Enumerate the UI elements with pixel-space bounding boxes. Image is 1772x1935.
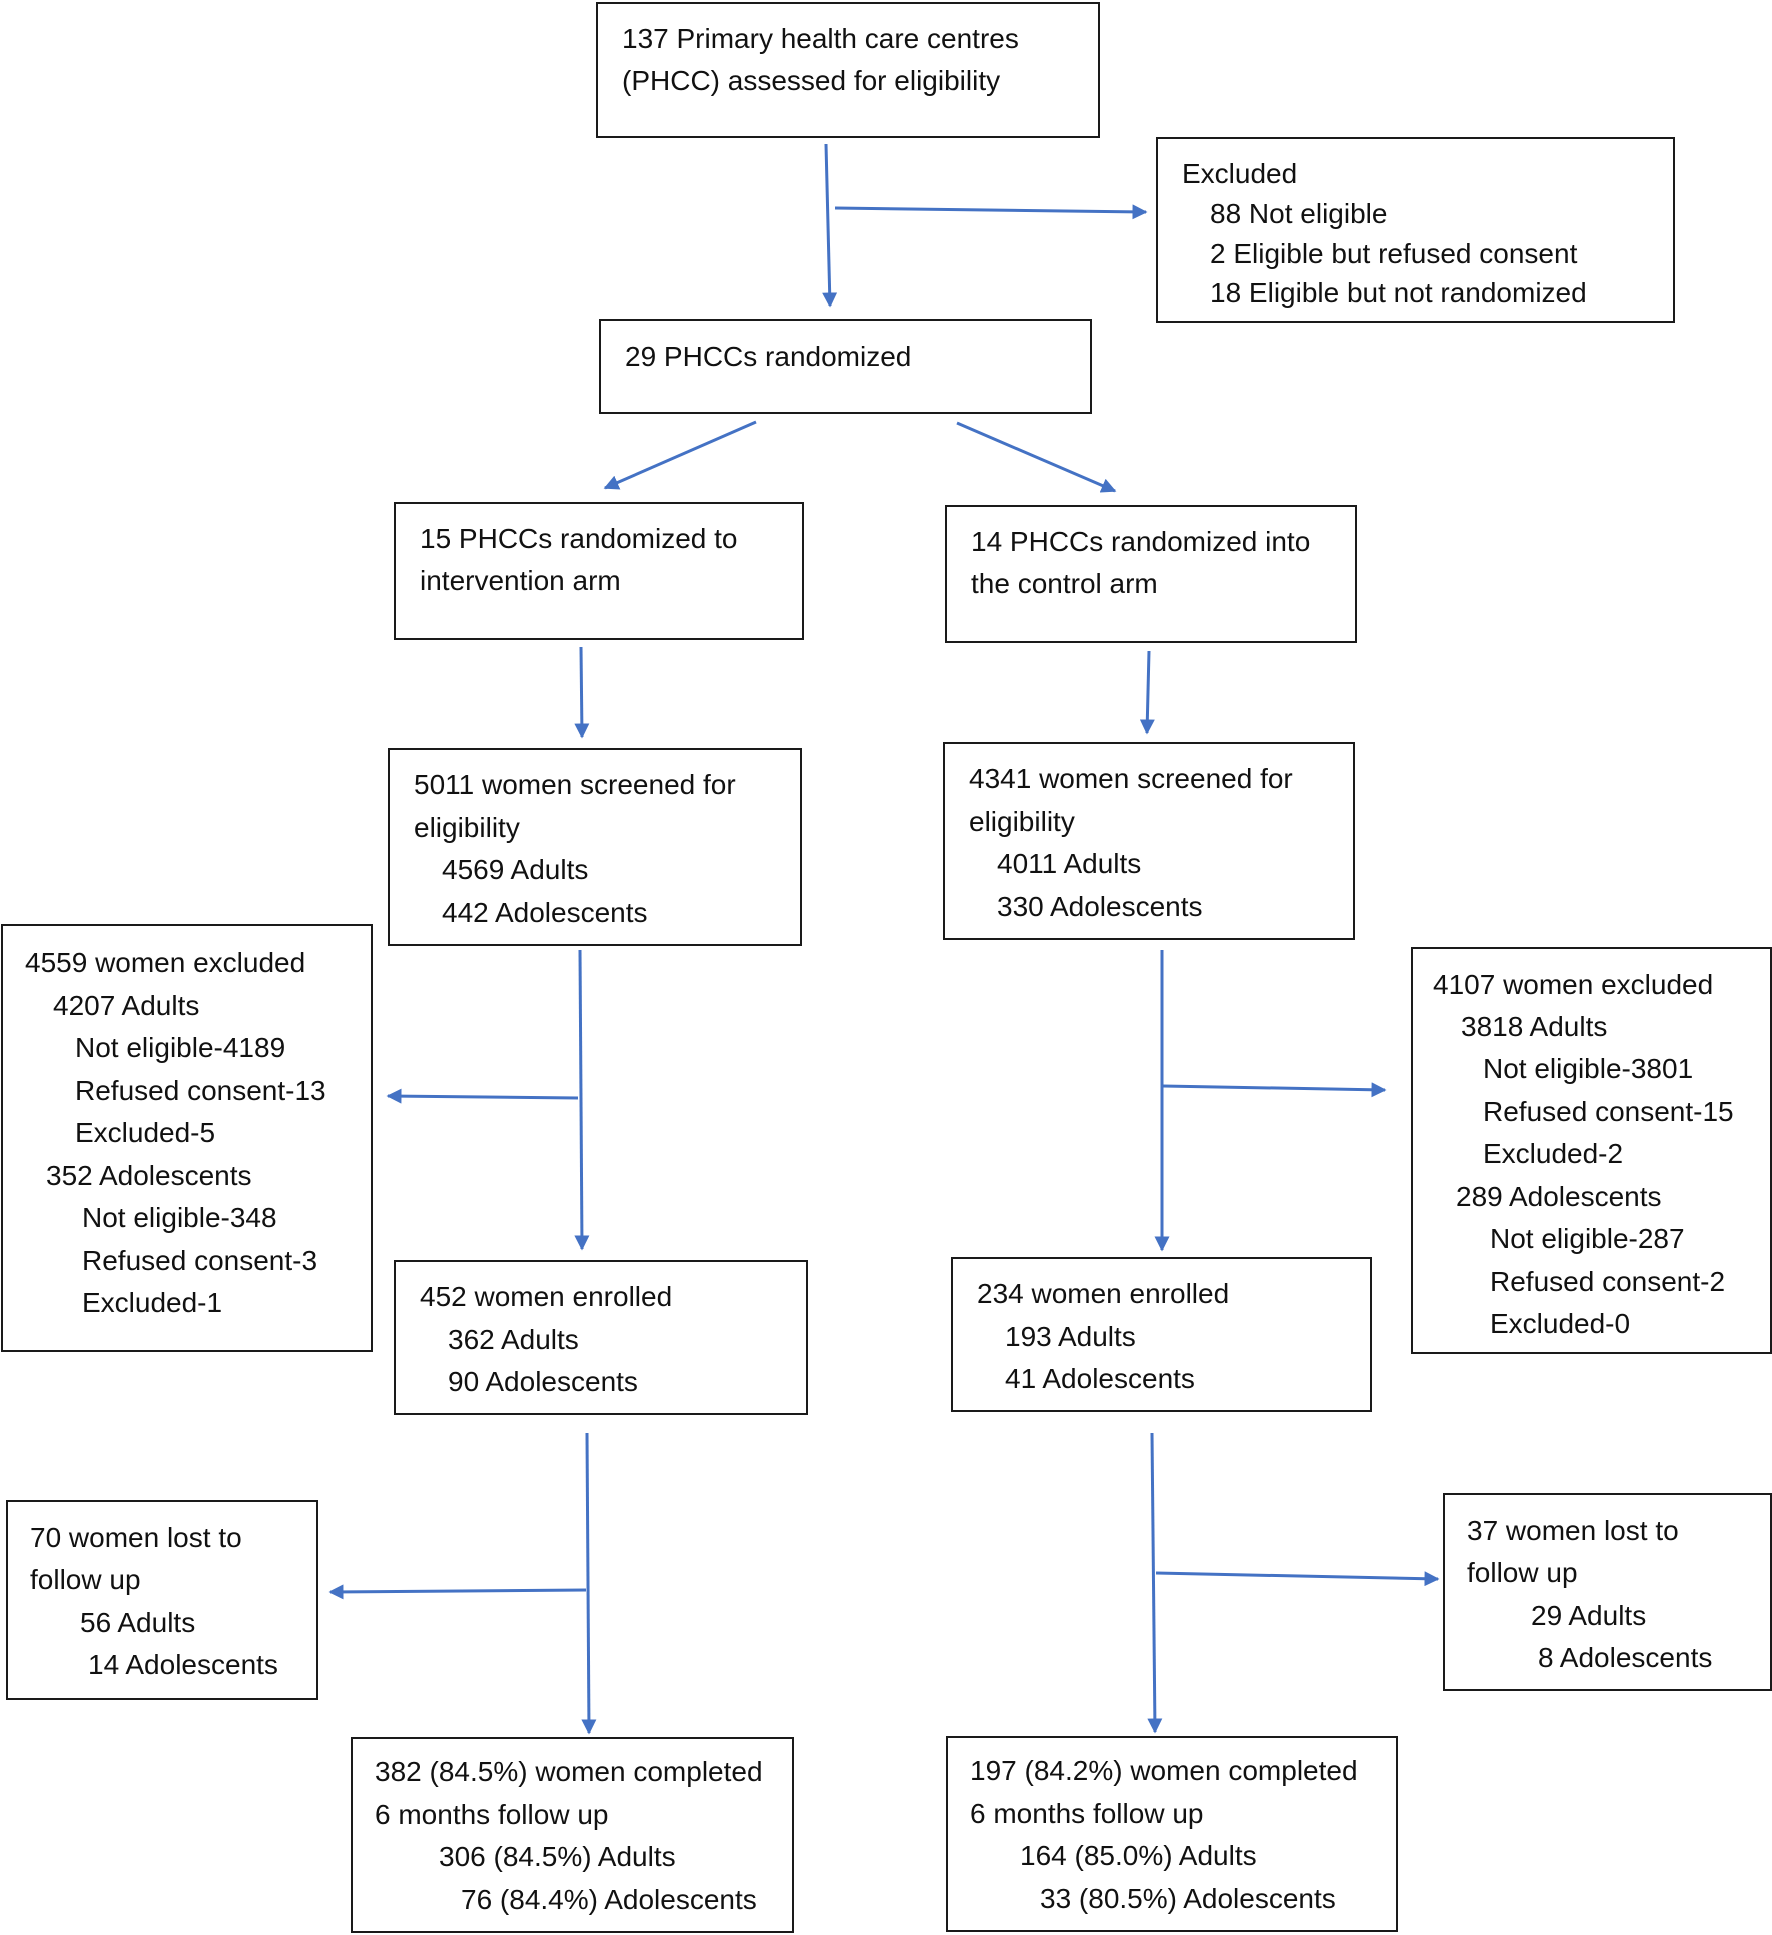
control-excluded-line: Refused consent-15 bbox=[1483, 1096, 1734, 1127]
control-screened-line: 4341 women screened for bbox=[969, 763, 1293, 794]
intervention-completed-line: 306 (84.5%) Adults bbox=[439, 1841, 676, 1872]
intervention-enrolled-line: 452 women enrolled bbox=[420, 1281, 673, 1312]
control-excluded-line: 4107 women excluded bbox=[1433, 969, 1714, 1000]
intervention-excluded-line: Excluded-5 bbox=[75, 1117, 216, 1148]
control-enrolled-line: 41 Adolescents bbox=[1005, 1363, 1195, 1394]
intervention-excluded-line: 352 Adolescents bbox=[46, 1160, 252, 1191]
control-excluded-line: Excluded-2 bbox=[1483, 1138, 1624, 1169]
intervention-excluded-line: Excluded-1 bbox=[82, 1287, 223, 1318]
intervention-arm-line: 15 PHCCs randomized to bbox=[420, 523, 738, 554]
intervention-screened-line: 4569 Adults bbox=[442, 854, 589, 885]
control-arm-line: 14 PHCCs randomized into bbox=[971, 526, 1311, 557]
control-excluded-box: 4107 women excluded 3818 Adults Not elig… bbox=[1411, 947, 1772, 1354]
control-completed-line: 6 months follow up bbox=[970, 1798, 1204, 1829]
control-excluded-line: Not eligible-287 bbox=[1490, 1223, 1685, 1254]
control-screened-line: 330 Adolescents bbox=[997, 891, 1203, 922]
arrow-to-control-lost bbox=[1155, 1571, 1440, 1587]
control-lost-line: 29 Adults bbox=[1531, 1600, 1647, 1631]
control-excluded-line: 289 Adolescents bbox=[1456, 1181, 1662, 1212]
intervention-lost-line: 14 Adolescents bbox=[88, 1649, 278, 1680]
intervention-enrolled-box: 452 women enrolled 362 Adults 90 Adolesc… bbox=[394, 1260, 808, 1415]
control-completed-line: 197 (84.2%) women completed bbox=[970, 1755, 1358, 1786]
intervention-lost-line: 70 women lost to bbox=[30, 1522, 242, 1553]
intervention-enrolled-line: 362 Adults bbox=[448, 1324, 579, 1355]
control-excluded-line: Not eligible-3801 bbox=[1483, 1053, 1694, 1084]
intervention-screened-line: 5011 women screened for bbox=[414, 769, 736, 800]
arrow-intervention-screened-to-enrolled bbox=[574, 949, 590, 1251]
control-enrolled-box: 234 women enrolled 193 Adults 41 Adolesc… bbox=[951, 1257, 1372, 1412]
control-screened-box: 4341 women screened for eligibility 4011… bbox=[943, 742, 1355, 940]
intervention-excluded-line: 4207 Adults bbox=[53, 990, 200, 1021]
control-excluded-line: Refused consent-2 bbox=[1490, 1266, 1726, 1297]
intervention-lost-box: 70 women lost to follow up 56 Adults 14 … bbox=[6, 1500, 318, 1700]
intervention-arm-box: 15 PHCCs randomized to intervention arm bbox=[394, 502, 804, 640]
intervention-excluded-line: Refused consent-3 bbox=[82, 1245, 318, 1276]
arrow-randomized-to-control bbox=[956, 421, 1117, 493]
arrow-intervention-to-screened bbox=[574, 646, 590, 739]
control-enrolled-line: 234 women enrolled bbox=[977, 1278, 1230, 1309]
control-completed-line: 164 (85.0%) Adults bbox=[1020, 1840, 1257, 1871]
intervention-excluded-line: 4559 women excluded bbox=[25, 947, 306, 978]
intervention-arm-line: intervention arm bbox=[420, 565, 621, 596]
arrow-to-intervention-excluded bbox=[386, 1088, 579, 1104]
excluded-phcc-line: 88 Not eligible bbox=[1210, 198, 1388, 229]
control-lost-line: 8 Adolescents bbox=[1538, 1642, 1713, 1673]
arrow-control-enrolled-to-completed bbox=[1147, 1432, 1163, 1734]
intervention-lost-line: follow up bbox=[30, 1564, 141, 1595]
control-excluded-line: Excluded-0 bbox=[1490, 1308, 1631, 1339]
control-arm-line: the control arm bbox=[971, 568, 1158, 599]
intervention-completed-line: 6 months follow up bbox=[375, 1799, 609, 1830]
control-lost-line: follow up bbox=[1467, 1557, 1578, 1588]
arrow-to-control-excluded bbox=[1162, 1082, 1387, 1098]
excluded-phcc-box: Excluded 88 Not eligible 2 Eligible but … bbox=[1156, 137, 1675, 323]
intervention-enrolled-line: 90 Adolescents bbox=[448, 1366, 638, 1397]
excluded-phcc-line: 2 Eligible but refused consent bbox=[1210, 238, 1578, 269]
control-lost-box: 37 women lost to follow up 29 Adults 8 A… bbox=[1443, 1493, 1772, 1691]
excluded-phcc-heading: Excluded bbox=[1182, 158, 1298, 189]
randomized-line: 29 PHCCs randomized bbox=[625, 341, 912, 372]
control-lost-line: 37 women lost to bbox=[1467, 1515, 1679, 1546]
arrow-to-excluded-phcc bbox=[834, 204, 1148, 220]
arrow-intervention-enrolled-to-completed bbox=[581, 1432, 597, 1735]
randomized-box: 29 PHCCs randomized bbox=[599, 319, 1092, 414]
control-excluded-line: 3818 Adults bbox=[1461, 1011, 1608, 1042]
arrow-to-intervention-lost bbox=[328, 1584, 587, 1600]
intervention-screened-box: 5011 women screened for eligibility 4569… bbox=[388, 748, 802, 946]
assessed-box: 137 Primary health care centres (PHCC) a… bbox=[596, 2, 1100, 138]
excluded-phcc-line: 18 Eligible but not randomized bbox=[1210, 277, 1587, 308]
intervention-completed-line: 76 (84.4%) Adolescents bbox=[461, 1884, 757, 1915]
intervention-excluded-line: Refused consent-13 bbox=[75, 1075, 326, 1106]
intervention-excluded-box: 4559 women excluded 4207 Adults Not elig… bbox=[1, 924, 373, 1352]
control-completed-line: 33 (80.5%) Adolescents bbox=[1040, 1883, 1336, 1914]
intervention-lost-line: 56 Adults bbox=[80, 1607, 196, 1638]
arrow-randomized-to-intervention bbox=[603, 420, 757, 490]
intervention-completed-box: 382 (84.5%) women completed 6 months fol… bbox=[351, 1737, 794, 1933]
intervention-excluded-line: Not eligible-348 bbox=[82, 1202, 277, 1233]
assessed-line: (PHCC) assessed for eligibility bbox=[622, 65, 1001, 96]
assessed-line: 137 Primary health care centres bbox=[622, 23, 1019, 54]
arrow-assessed-to-randomized bbox=[822, 143, 838, 308]
control-enrolled-line: 193 Adults bbox=[1005, 1321, 1136, 1352]
intervention-excluded-line: Not eligible-4189 bbox=[75, 1032, 286, 1063]
control-completed-box: 197 (84.2%) women completed 6 months fol… bbox=[946, 1736, 1398, 1932]
control-screened-line: 4011 Adults bbox=[997, 848, 1142, 879]
arrow-control-to-screened bbox=[1139, 650, 1155, 735]
control-screened-line: eligibility bbox=[969, 806, 1075, 837]
intervention-screened-line: eligibility bbox=[414, 812, 520, 843]
control-arm-box: 14 PHCCs randomized into the control arm bbox=[945, 505, 1357, 643]
intervention-screened-line: 442 Adolescents bbox=[442, 897, 648, 928]
intervention-completed-line: 382 (84.5%) women completed bbox=[375, 1756, 763, 1787]
